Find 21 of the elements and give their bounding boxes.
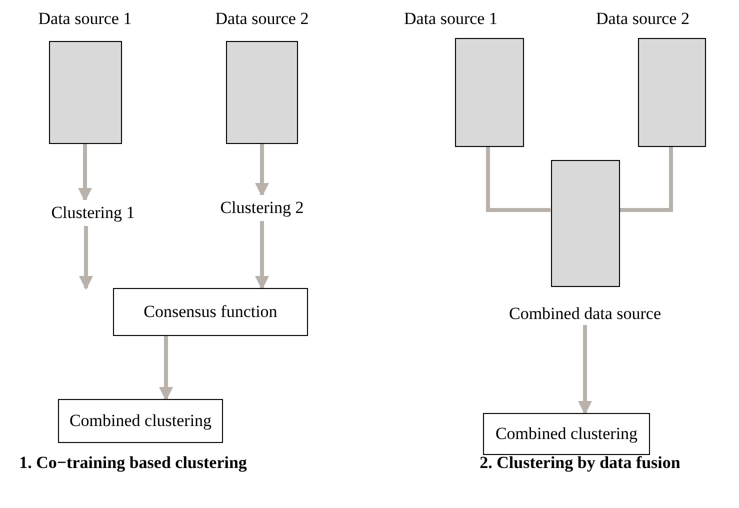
arrow bbox=[255, 144, 269, 197]
source-label: Combined data source bbox=[508, 303, 661, 325]
process-box bbox=[113, 288, 308, 336]
box-label: Consensus function bbox=[144, 301, 278, 323]
arrow bbox=[255, 221, 269, 290]
arrow bbox=[79, 226, 93, 290]
arrow bbox=[78, 144, 92, 202]
figure-caption: 2. Clustering by data fusion bbox=[478, 452, 682, 474]
source-label: Data source 1 bbox=[38, 8, 132, 30]
source-label: Data source 2 bbox=[215, 8, 309, 30]
step-label: Clustering 2 bbox=[220, 197, 304, 219]
source-label: Data source 1 bbox=[404, 8, 498, 30]
box-label: Combined clustering bbox=[69, 410, 212, 432]
arrow bbox=[159, 336, 173, 401]
process-box bbox=[483, 413, 650, 455]
step-label: Clustering 1 bbox=[51, 202, 135, 224]
figure-caption: 1. Co−training based clustering bbox=[18, 452, 248, 474]
box-label: Combined clustering bbox=[495, 423, 638, 445]
process-box bbox=[58, 399, 223, 443]
arrow bbox=[578, 325, 592, 415]
source-label: Data source 2 bbox=[596, 8, 690, 30]
